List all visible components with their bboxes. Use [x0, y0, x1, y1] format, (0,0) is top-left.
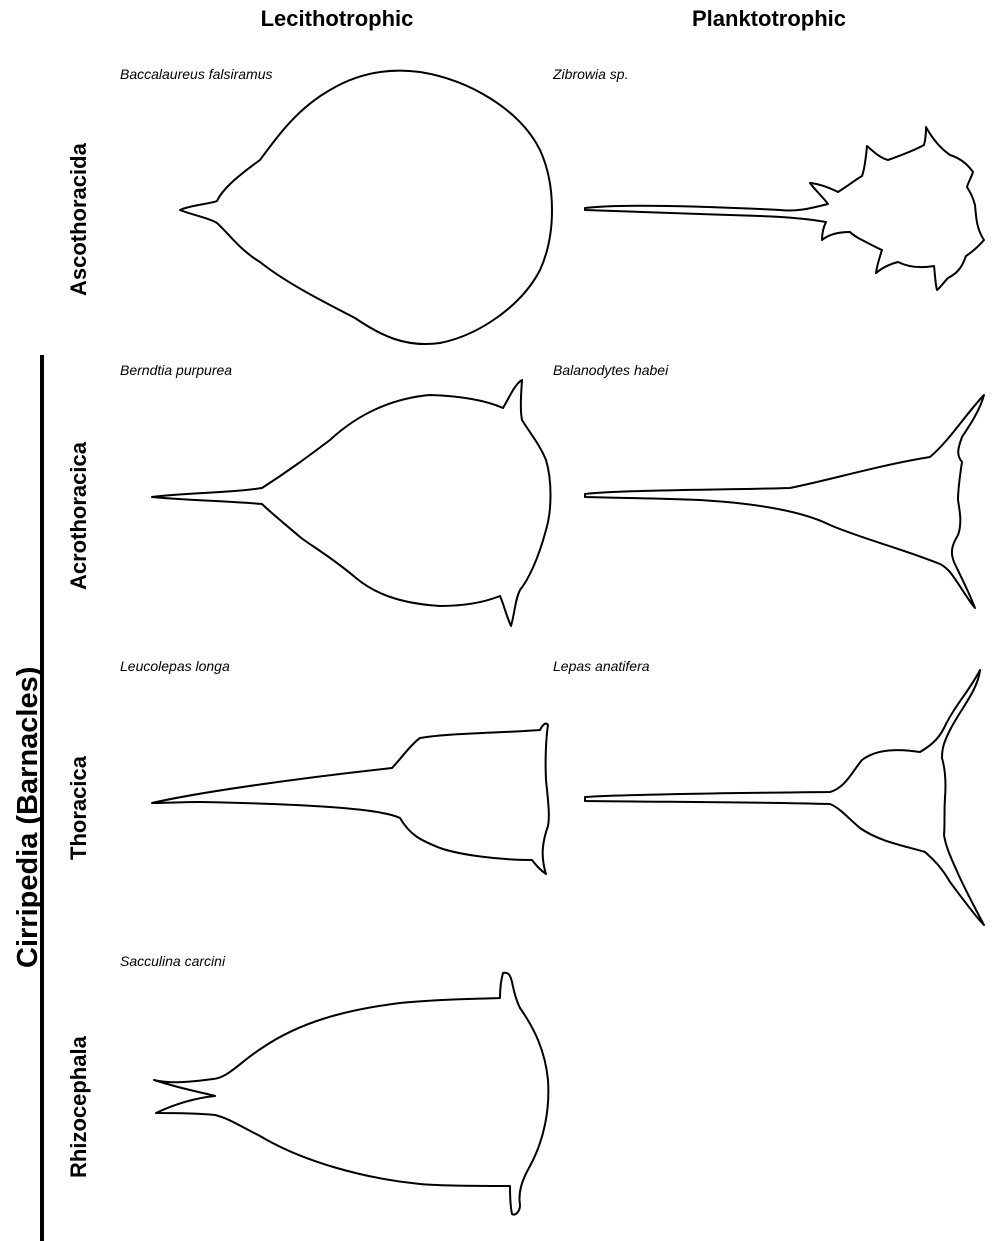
- outline-lepas-anatifera: [585, 670, 984, 925]
- outline-balanodytes-habei: [585, 395, 984, 608]
- outline-leucolepas-longa: [152, 724, 549, 874]
- outline-zibrowia: [585, 127, 984, 290]
- outline-baccalaureus-falsiramus: [180, 71, 552, 344]
- outline-berndtia-purpurea: [152, 380, 551, 626]
- outline-sacculina-carcini: [154, 973, 548, 1215]
